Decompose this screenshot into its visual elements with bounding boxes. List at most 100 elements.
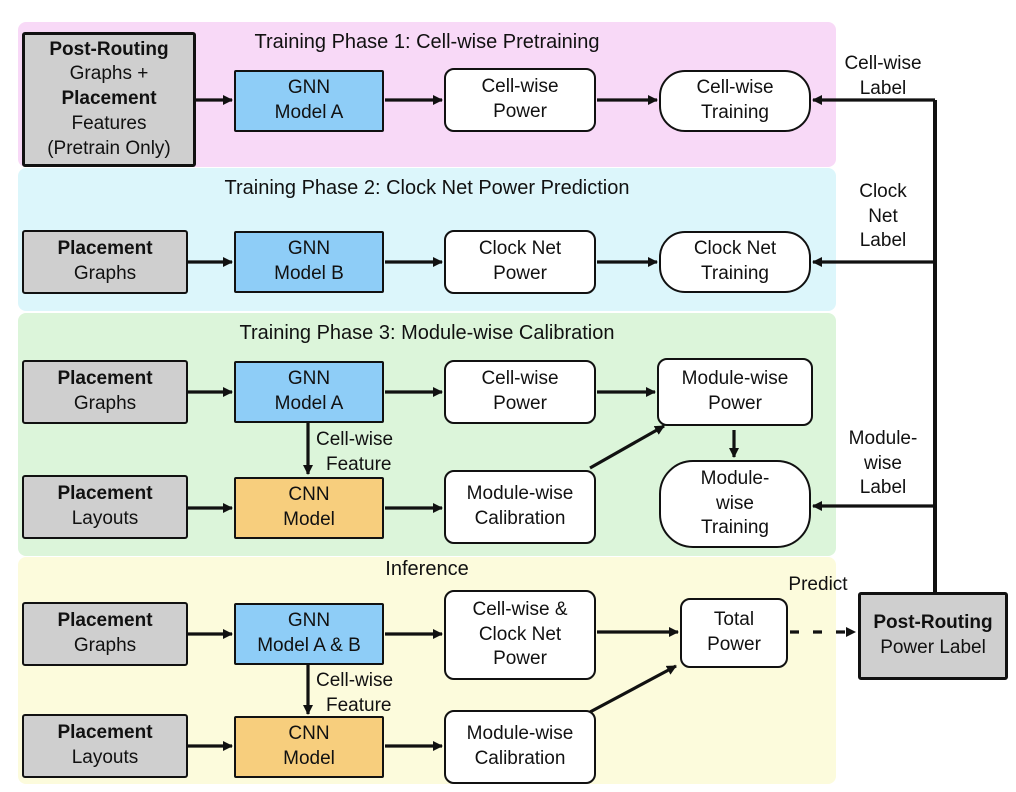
modulewise-label-text: Module- wise Label [849,427,918,501]
p2-training-line2: Training [701,263,769,284]
p1-input-line2: Graphs + [69,63,149,85]
label-box-line2: Power Label [880,637,986,658]
phase1-title: Training Phase 1: Cell-wise Pretraining [254,31,600,53]
p3-training-line3: Training [701,517,769,539]
p2-training-box: Clock Net Training [659,231,811,293]
p3-modpower-line1: Module-wise [681,368,789,390]
predict-label: Predict [788,574,848,595]
inf-calib-line2: Calibration [474,748,566,769]
inf-layouts-line2: Layouts [71,747,139,768]
modulewise-label-line3: Label [859,477,907,499]
p3-layouts-line1: Placement [57,483,153,505]
p3-training-box: Module- wise Training [659,460,811,548]
inf-cnn-box: CNN Model [234,716,384,778]
p3-calib-line1: Module-wise [466,483,574,505]
inf-cnn-line1: CNN [288,723,330,745]
p1-power-line1: Cell-wise [481,76,559,98]
p2-gnn-line2: Model B [274,263,344,284]
modulewise-label-line2: wise [863,452,902,474]
p1-input-line3: Placement [61,88,157,110]
p3-feature-line1: Cell-wise [316,429,394,450]
p1-training-line1: Cell-wise [696,77,774,99]
p3-feature-label: Cell-wise Feature [316,428,393,477]
p2-power-box: Clock Net Power [444,230,596,294]
p3-layouts-box: Placement Layouts [22,475,188,539]
p3-gnn-line1: GNN [287,368,331,390]
inf-total-line2: Power [707,634,761,655]
inf-feature-line2: Feature [326,694,392,716]
phase2-title: Training Phase 2: Clock Net Power Predic… [224,177,630,199]
cellwise-label-line1: Cell-wise [844,53,922,74]
p1-gnn-box: GNN Model A [234,70,384,132]
inf-graphs-box: Placement Graphs [22,602,188,666]
p1-input-line1: Post-Routing [49,38,169,60]
p3-graphs-box: Placement Graphs [22,360,188,424]
p2-gnn-line1: GNN [287,238,331,260]
p3-cnn-box: CNN Model [234,477,384,539]
p2-input-line2: Graphs [73,263,137,284]
p3-gnn-box: GNN Model A [234,361,384,423]
p1-gnn-line1: GNN [287,77,331,99]
inference-title: Inference [385,558,469,580]
p2-input-box: Placement Graphs [22,230,188,294]
p2-power-line1: Clock Net [478,238,562,260]
p1-gnn-line2: Model A [274,102,344,123]
clocknet-label-text: Clock Net Label [859,180,907,254]
p3-modpower-box: Module-wise Power [657,358,813,426]
p3-cellpower-line1: Cell-wise [481,368,559,390]
phase3-title: Training Phase 3: Module-wise Calibratio… [239,322,615,344]
p3-layouts-line2: Layouts [71,508,139,529]
inf-cnn-line2: Model [283,748,335,769]
p3-training-line1: Module- [700,467,770,489]
p2-gnn-box: GNN Model B [234,231,384,293]
inf-power-line1: Cell-wise & [472,598,568,620]
p3-graphs-line2: Graphs [73,393,137,414]
inf-power-line3: Power [493,648,547,670]
inf-graphs-line2: Graphs [73,635,137,656]
p3-calib-line2: Calibration [474,508,566,529]
p3-modpower-line2: Power [708,393,762,414]
cellwise-label-line2: Label [859,77,907,99]
p1-input-box: Post-Routing Graphs + Placement Features… [22,32,196,167]
modulewise-label-line1: Module- [848,428,918,449]
clocknet-label-line2: Net [868,205,898,227]
p3-cellpower-box: Cell-wise Power [444,360,596,424]
inf-gnn-line1: GNN [287,610,331,632]
inf-gnn-box: GNN Model A & B [234,603,384,665]
clocknet-label-line3: Label [859,230,907,252]
arrow-p3-calib-modpower [589,424,665,470]
inf-total-line1: Total [713,609,755,631]
inf-calib-box: Module-wise Calibration [444,710,596,784]
p1-input-line4: Features [71,112,147,134]
inf-feature-label: Cell-wise Feature [316,669,393,718]
p3-cnn-line1: CNN [288,484,330,506]
p3-calib-box: Module-wise Calibration [444,470,596,544]
clocknet-label-line1: Clock [859,181,907,202]
inf-layouts-box: Placement Layouts [22,714,188,778]
p1-input-line5: (Pretrain Only) [47,137,171,159]
p3-graphs-line1: Placement [57,368,153,390]
p2-input-line1: Placement [57,238,153,260]
label-box-line1: Post-Routing [873,612,993,634]
arrow-inf-calib-total [589,664,677,714]
p3-gnn-line2: Model A [274,393,344,414]
cellwise-label-text: Cell-wise Label [844,52,921,101]
inf-power-line2: Clock Net [478,623,562,645]
inf-layouts-line1: Placement [57,722,153,744]
p2-power-line2: Power [493,263,547,284]
p1-training-box: Cell-wise Training [659,70,811,132]
p3-feature-line2: Feature [326,453,392,475]
p1-power-line2: Power [493,101,547,122]
p1-training-line2: Training [701,102,769,123]
inf-calib-line1: Module-wise [466,723,574,745]
inf-power-box: Cell-wise & Clock Net Power [444,590,596,680]
post-routing-label-box: Post-Routing Power Label [858,592,1008,680]
inf-graphs-line1: Placement [57,610,153,632]
p3-cellpower-line2: Power [493,393,547,414]
inf-gnn-line2: Model A & B [257,635,361,656]
p1-power-box: Cell-wise Power [444,68,596,132]
p3-training-line2: wise [715,492,754,514]
p2-training-line1: Clock Net [693,238,777,260]
inf-total-box: Total Power [680,598,788,668]
